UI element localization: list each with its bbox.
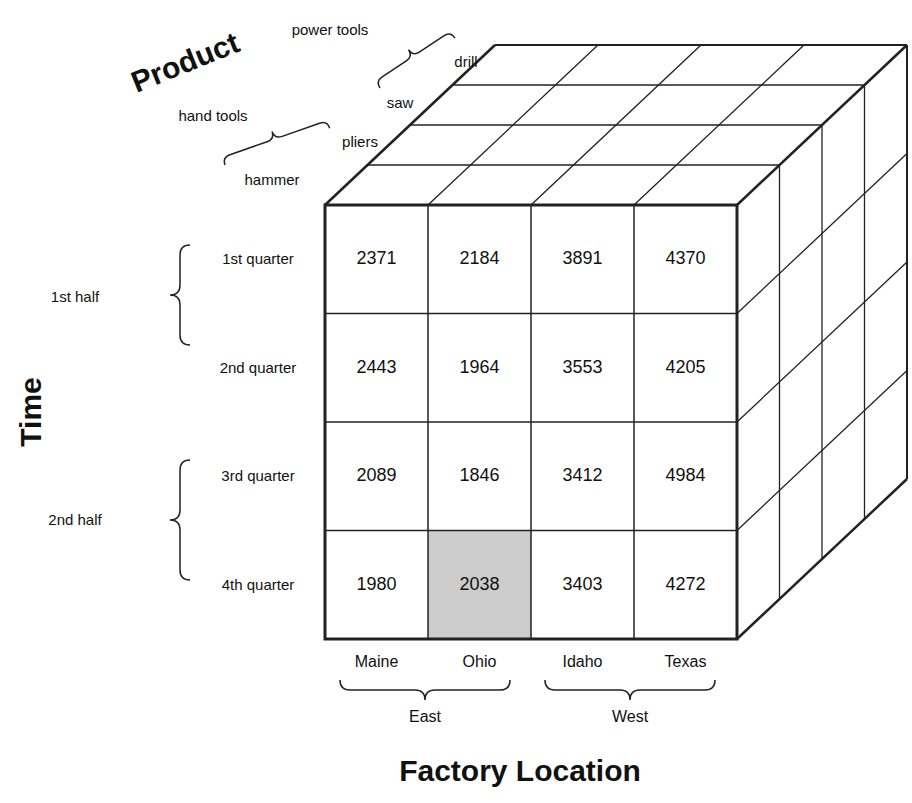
axis-title: Product [126,25,243,98]
category-label: 3rd quarter [221,468,294,485]
group-label: East [409,708,441,726]
table-cell: 2443 [356,358,396,378]
table-cell: 3553 [562,358,602,378]
group-label: West [612,708,648,726]
table-cell: 1980 [356,575,396,595]
table-cell: 3891 [562,249,602,269]
category-label: 2nd quarter [220,360,297,377]
group-label: 2nd half [48,512,101,529]
category-label: Texas [665,653,707,671]
table-cell: 2184 [459,249,499,269]
category-label: saw [387,95,414,112]
table-cell: 4205 [665,358,705,378]
category-label: Idaho [562,653,602,671]
table-cell: 4272 [665,575,705,595]
group-label: hand tools [178,108,247,125]
category-label: drill [454,54,477,71]
table-cell: 1964 [459,358,499,378]
table-cell: 3403 [562,575,602,595]
category-label: Maine [355,653,399,671]
category-label: pliers [342,134,378,151]
table-cell: 3412 [562,466,602,486]
table-cell: 4370 [665,249,705,269]
highlight-cell [428,531,531,640]
axis-title: Factory Location [399,754,641,787]
table-cell: 2089 [356,466,396,486]
table-cell: 1846 [459,466,499,486]
braces [170,25,715,700]
cube-faces [325,45,907,639]
table-cell: 4984 [665,466,705,486]
category-label: hammer [244,172,299,189]
group-label: 1st half [51,289,99,306]
axis-title: Time [14,377,47,446]
category-label: 4th quarter [222,577,295,594]
category-label: 1st quarter [222,251,294,268]
table-cell: 2038 [459,575,499,595]
category-label: Ohio [463,653,497,671]
group-label: power tools [292,22,369,39]
table-cell: 2371 [356,249,396,269]
